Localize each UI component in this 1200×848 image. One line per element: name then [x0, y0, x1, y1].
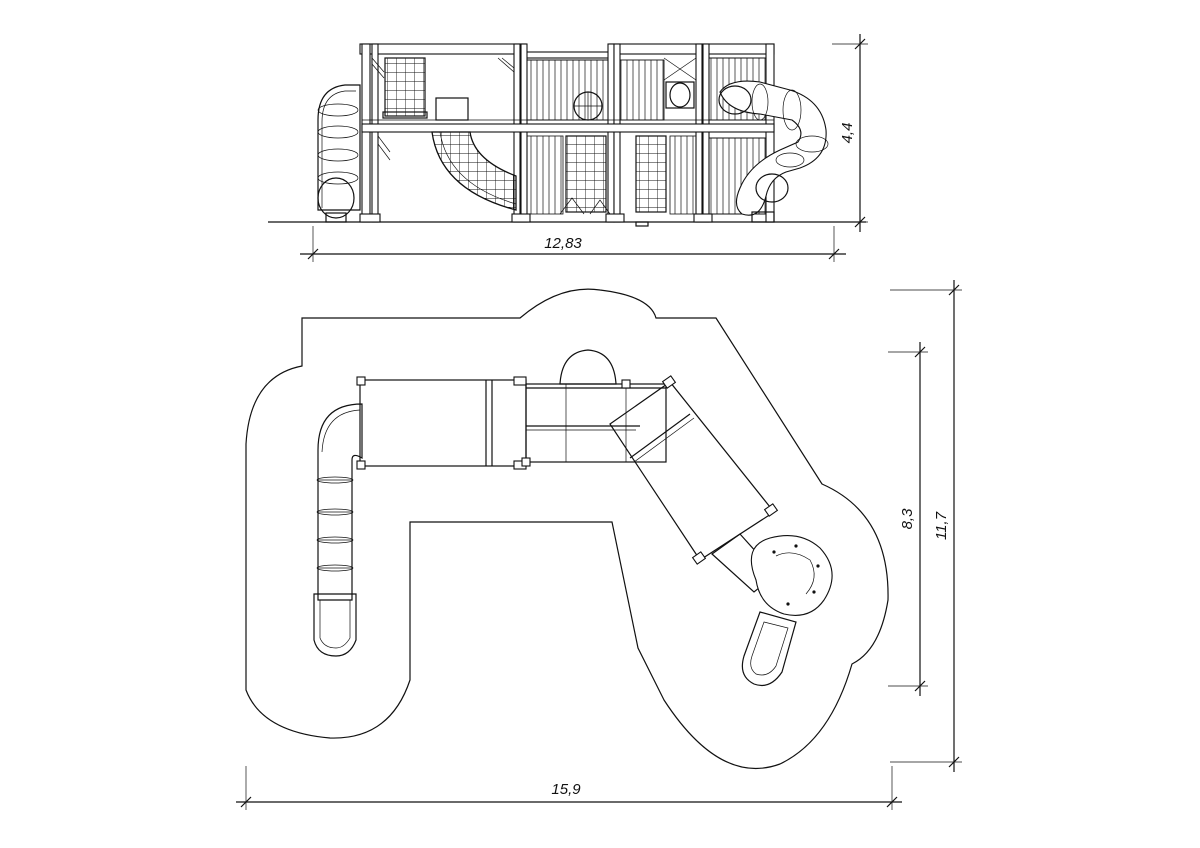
front-width-dimension: 12,83	[300, 226, 846, 262]
plan-deck-left	[356, 376, 527, 470]
plan-deck-right-angled	[609, 375, 779, 565]
front-ladder-right-middle	[635, 135, 697, 215]
plan-spiral-slide-right	[711, 533, 833, 687]
front-door-panel	[435, 97, 469, 121]
front-height-dimension: 4,4	[800, 34, 868, 232]
plan-view: 15,9 8,3 11,7	[236, 280, 962, 810]
front-frame-structure	[359, 43, 775, 223]
front-elevation-view: 12,83 4,4	[268, 34, 868, 262]
front-tube-slide-left	[317, 84, 361, 223]
front-spiral-slide-right	[718, 80, 829, 223]
plan-width-dimension: 15,9	[236, 766, 902, 810]
front-brace-left	[371, 57, 515, 79]
front-ground-anchor	[635, 221, 649, 227]
plan-depth-dimension: 8,3	[888, 342, 928, 696]
plan-total-depth-dimension: 11,7	[890, 280, 962, 772]
plan-width-label: 15,9	[551, 781, 581, 798]
front-height-label: 4,4	[839, 123, 856, 144]
plan-tube-slide-left	[313, 403, 363, 657]
front-width-label: 12,83	[544, 235, 582, 252]
front-brace-left-lower	[377, 135, 391, 161]
plan-dome-climber	[559, 349, 617, 385]
plan-bridge-deck	[521, 349, 667, 467]
front-curved-net-tunnel	[431, 131, 517, 211]
plan-depth-label: 8,3	[899, 508, 916, 530]
front-slat-wall-center	[526, 59, 609, 121]
front-net-climber-upper	[382, 57, 428, 119]
front-rope-ladder-center	[559, 135, 611, 215]
plan-total-depth-label: 11,7	[933, 511, 950, 540]
plan-safety-zone-outline	[245, 288, 889, 770]
front-slat-wall-center-lower	[526, 135, 564, 215]
front-section-right-middle	[619, 57, 697, 121]
